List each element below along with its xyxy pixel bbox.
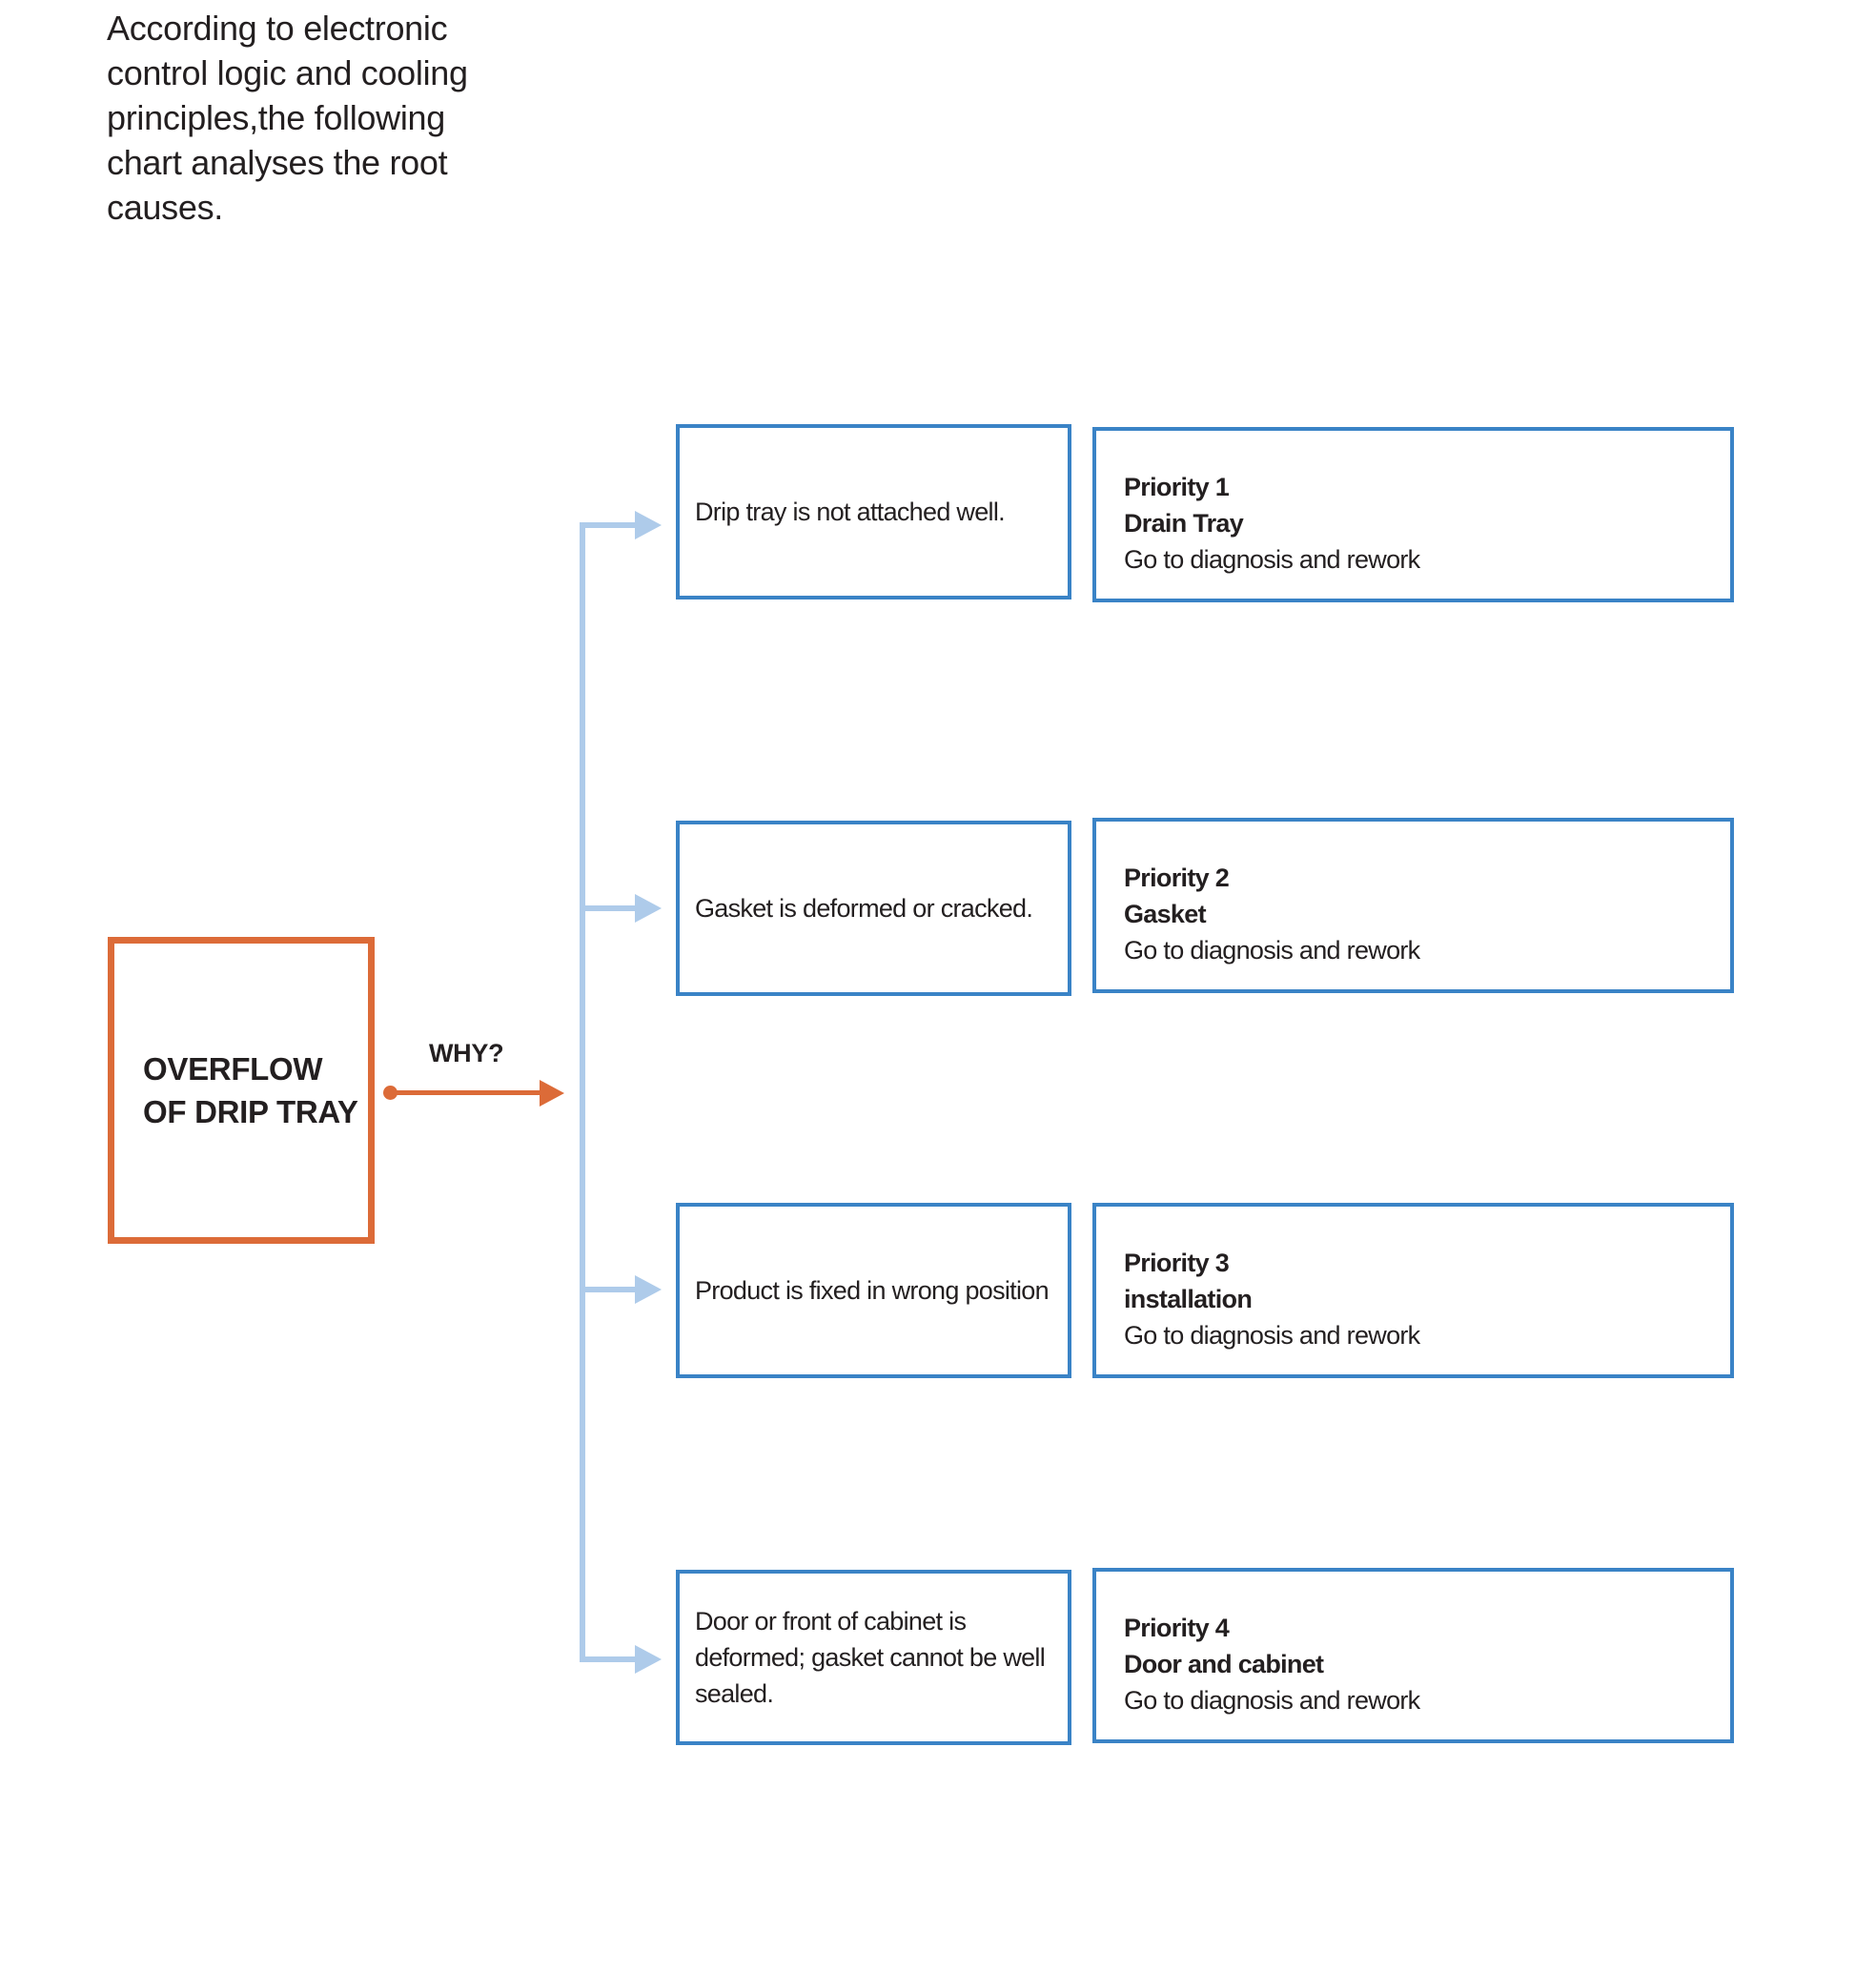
priority-subject: Drain Tray: [1124, 509, 1244, 538]
priority-box-1: Priority 1 Drain Tray Go to diagnosis an…: [1092, 427, 1734, 602]
cause-box-1: Drip tray is not attached well.: [676, 424, 1071, 599]
intro-line: chart analyses the root: [107, 143, 448, 182]
priority-action: Go to diagnosis and rework: [1124, 545, 1420, 574]
cause-text: Door or front of cabinet is deformed; ga…: [695, 1607, 1046, 1708]
row4-arrow-head-icon: [635, 1645, 662, 1674]
priority-subject: Gasket: [1124, 900, 1207, 928]
cause-box-4: Door or front of cabinet is deformed; ga…: [676, 1570, 1071, 1745]
intro-line: causes.: [107, 188, 223, 227]
cause-text: Gasket is deformed or cracked.: [695, 894, 1033, 923]
row1-arrow-head-icon: [635, 511, 662, 539]
priority-title: Priority 2: [1124, 864, 1230, 892]
problem-box: OVERFLOW OF DRIP TRAY: [108, 937, 375, 1244]
row4-arrow-line: [580, 1656, 637, 1662]
intro-text: According to electronic control logic an…: [107, 6, 468, 230]
priority-action: Go to diagnosis and rework: [1124, 1321, 1420, 1350]
intro-line: According to electronic: [107, 9, 448, 48]
priority-title: Priority 4: [1124, 1614, 1230, 1642]
priority-box-4: Priority 4 Door and cabinet Go to diagno…: [1092, 1568, 1734, 1743]
cause-text: Drip tray is not attached well.: [695, 498, 1006, 526]
row3-arrow-head-icon: [635, 1275, 662, 1304]
cause-box-3: Product is fixed in wrong position: [676, 1203, 1071, 1378]
priority-box-2: Priority 2 Gasket Go to diagnosis and re…: [1092, 818, 1734, 993]
problem-box-label-line1: OVERFLOW: [143, 1051, 323, 1087]
priority-action: Go to diagnosis and rework: [1124, 1686, 1420, 1715]
priority-subject: Door and cabinet: [1124, 1650, 1324, 1678]
branch-vertical-line: [580, 522, 585, 1662]
priority-subject: installation: [1124, 1285, 1253, 1313]
intro-line: principles,the following: [107, 98, 445, 137]
priority-title: Priority 3: [1124, 1249, 1230, 1277]
row2-arrow-line: [580, 905, 637, 911]
why-label: WHY?: [429, 1039, 504, 1067]
problem-box-label-line2: OF DRIP TRAY: [143, 1094, 358, 1129]
priority-box-3: Priority 3 installation Go to diagnosis …: [1092, 1203, 1734, 1378]
row3-arrow-line: [580, 1287, 637, 1292]
row2-arrow-head-icon: [635, 894, 662, 923]
cause-text: Product is fixed in wrong position: [695, 1276, 1050, 1305]
why-arrow-line: [390, 1090, 543, 1095]
why-arrow-head-icon: [540, 1080, 564, 1107]
row1-arrow-line: [580, 522, 637, 528]
priority-title: Priority 1: [1124, 473, 1230, 501]
priority-action: Go to diagnosis and rework: [1124, 936, 1420, 965]
intro-line: control logic and cooling: [107, 53, 468, 92]
cause-box-2: Gasket is deformed or cracked.: [676, 821, 1071, 996]
